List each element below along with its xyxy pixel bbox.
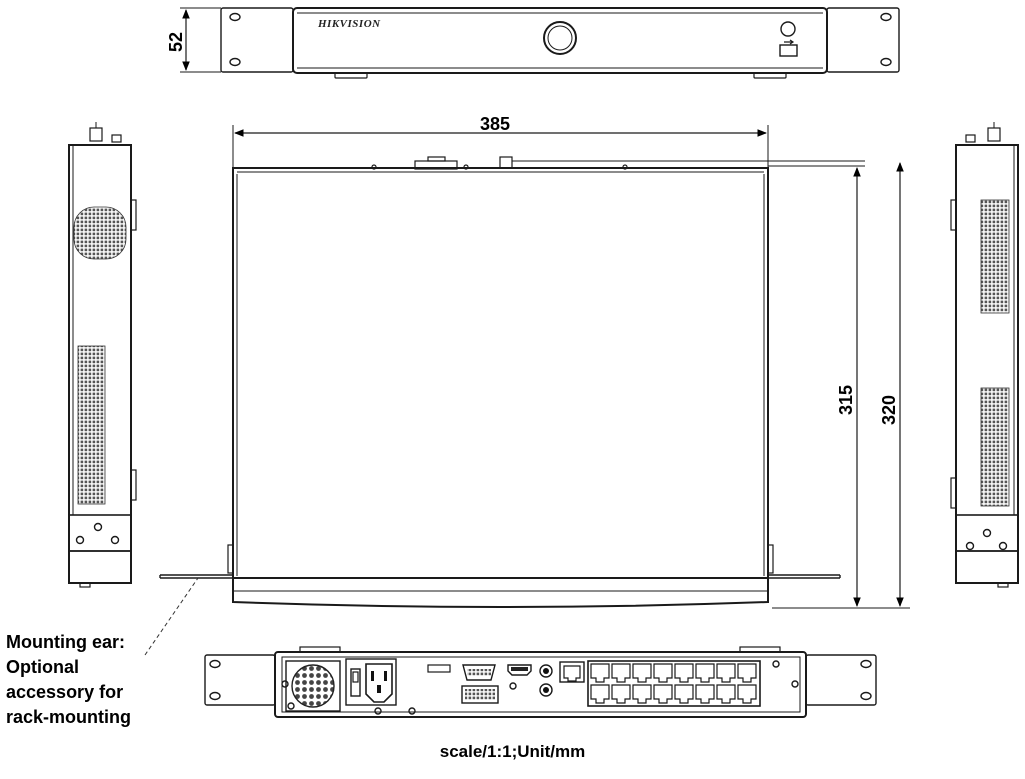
- poe-port-icon: [674, 663, 694, 683]
- poe-port-icon: [632, 663, 652, 683]
- top-view: 385 3: [159, 114, 910, 609]
- left-side-connectors: [89, 122, 122, 143]
- power-button-icon: [543, 21, 577, 55]
- scale-note: scale/1:1;Unit/mm: [439, 742, 586, 761]
- front-right-ear: [826, 7, 900, 73]
- ir-receiver-icon: [780, 21, 796, 37]
- depth-dimension: 315 320: [512, 160, 910, 609]
- left-side-vent-grille: [77, 345, 106, 505]
- front-view: HIKVISION 52: [166, 7, 900, 79]
- poe-port-icon: [737, 684, 757, 704]
- front-bezel-top: [232, 578, 769, 608]
- audio-out-port-icon: [539, 664, 553, 678]
- poe-port-icon: [632, 684, 652, 704]
- power-inlet-icon: [345, 658, 397, 706]
- height-dimension: 52: [166, 7, 221, 73]
- left-side-view: [68, 122, 137, 588]
- left-side-vent-round: [73, 206, 127, 260]
- top-chassis: [232, 167, 769, 579]
- lan-port-icon: [559, 661, 585, 683]
- height-dimension-label: 52: [166, 32, 186, 52]
- mounting-ear-top: [159, 574, 841, 579]
- mounting-ear-leader-line: [144, 577, 199, 656]
- poe-port-icon: [674, 684, 694, 704]
- poe-port-icon: [716, 663, 736, 683]
- poe-port-icon: [611, 663, 631, 683]
- rs485-port-icon: [427, 664, 451, 673]
- width-dimension: 385: [232, 114, 769, 168]
- callout-line: rack-mounting: [6, 707, 132, 727]
- rear-view: [204, 646, 877, 718]
- right-side-view: [950, 122, 1019, 588]
- front-left-ear: [220, 7, 294, 73]
- right-side-vent-upper: [980, 199, 1010, 314]
- right-side-connectors: [965, 122, 1001, 143]
- poe-port-icon: [737, 663, 757, 683]
- brand-logo: HIKVISION: [317, 18, 381, 30]
- rear-panel: [274, 651, 807, 718]
- vga-port-icon: [462, 664, 496, 681]
- poe-port-icon: [716, 684, 736, 704]
- poe-port-icon: [590, 663, 610, 683]
- poe-port-icon: [590, 684, 610, 704]
- right-side-vent-lower: [980, 387, 1010, 507]
- poe-port-icon: [695, 663, 715, 683]
- audio-in-port-icon: [539, 683, 553, 697]
- fan-icon: [285, 660, 341, 712]
- callout-line: Mounting ear:: [6, 632, 125, 652]
- mounting-ear-callout: Mounting ear: Optional accessory for rac…: [6, 630, 131, 730]
- rear-left-ear: [204, 654, 276, 706]
- poe-port-icon: [653, 663, 673, 683]
- usb-port-icon: [779, 39, 798, 57]
- poe-ports-block: [587, 660, 761, 707]
- poe-port-icon: [695, 684, 715, 704]
- width-dimension-label: 385: [480, 114, 510, 134]
- total-depth-dimension-label: 320: [879, 395, 899, 425]
- rear-right-ear: [805, 654, 877, 706]
- front-panel: [292, 7, 828, 74]
- hdmi-port-icon: [507, 664, 532, 676]
- depth-dimension-label: 315: [836, 385, 856, 415]
- callout-line: accessory for: [6, 682, 124, 702]
- poe-port-icon: [611, 684, 631, 704]
- alarm-io-port-icon: [461, 685, 499, 704]
- poe-port-icon: [653, 684, 673, 704]
- callout-line: Optional: [6, 657, 79, 677]
